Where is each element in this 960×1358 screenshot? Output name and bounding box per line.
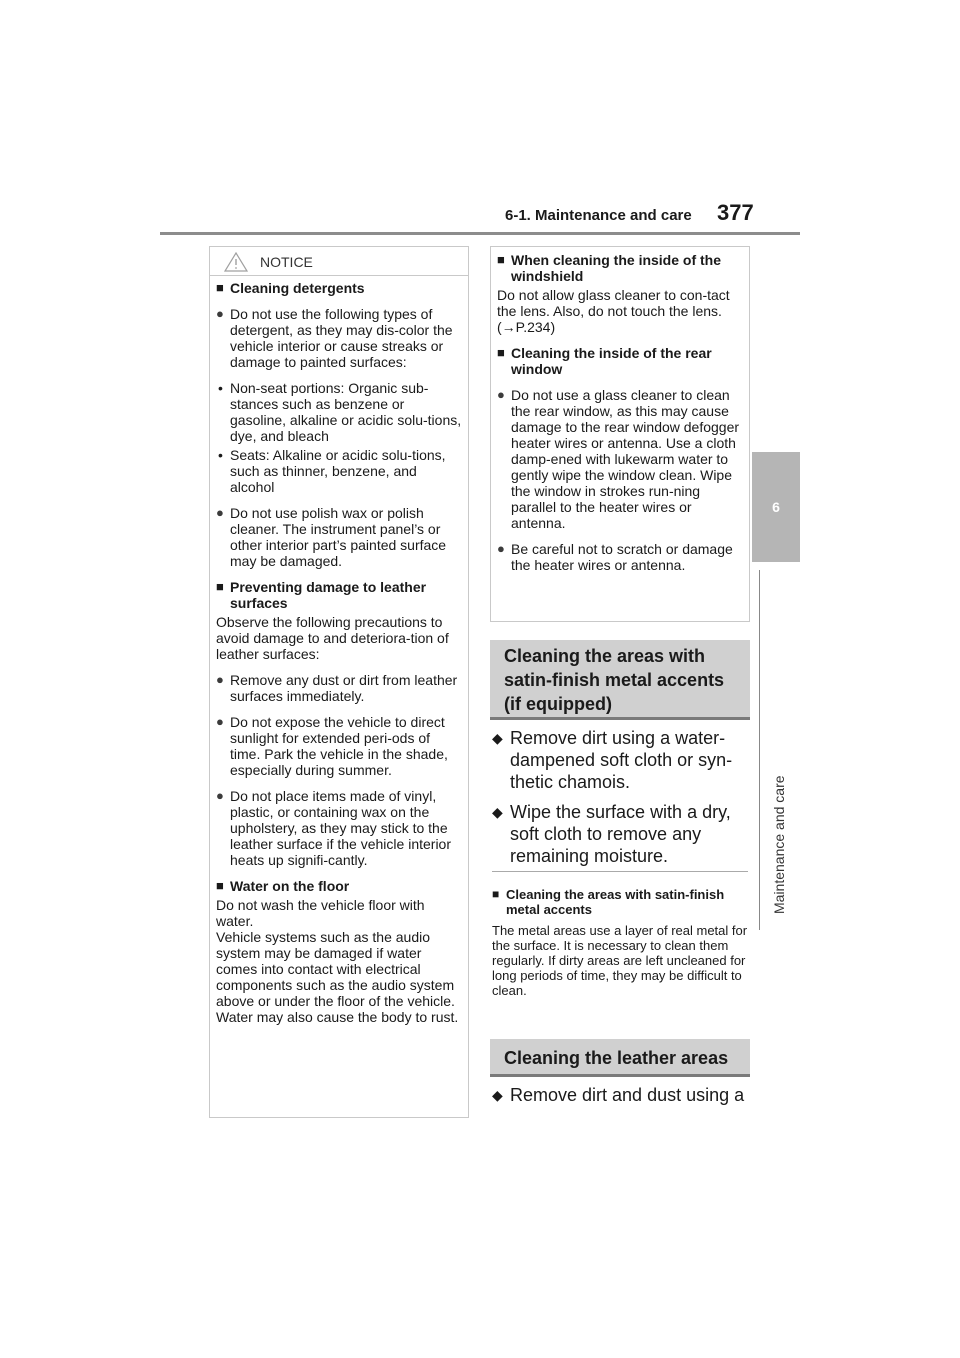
list-item: Do not use polish wax or polish cleaner.… — [216, 505, 462, 569]
paragraph: Observe the following precautions to avo… — [216, 614, 449, 662]
notice-box: NOTICE Cleaning detergents Do not use th… — [209, 246, 469, 1118]
notice-header: NOTICE — [210, 247, 468, 276]
section-heading-leather: Cleaning the leather areas — [490, 1039, 750, 1077]
header-rule — [160, 232, 800, 235]
list-item: Wipe the surface with a dry, soft cloth … — [492, 801, 750, 867]
chapter-title-vertical: Maintenance and care — [768, 742, 790, 922]
list-item: Remove dirt using a water-dampened soft … — [492, 727, 750, 793]
chapter-side-rule — [759, 570, 760, 930]
subheading-cleaning-detergents: Cleaning detergents — [216, 280, 462, 296]
paragraph: Do not wash the vehicle floor with water… — [216, 897, 425, 929]
note-heading: Cleaning the areas with satin-finish met… — [492, 887, 750, 917]
list-item: Remove dirt and dust using a — [492, 1084, 750, 1106]
subheading-water-floor: Water on the floor — [216, 878, 462, 894]
paragraph: Do not allow glass cleaner to con-tact t… — [497, 287, 730, 335]
notice-content: Cleaning detergents Do not use the follo… — [216, 280, 462, 1025]
list-item: Do not use a glass cleaner to clean the … — [497, 387, 743, 531]
notice-label: NOTICE — [260, 254, 313, 270]
warning-triangle-icon — [224, 252, 248, 272]
list-item: Seats: Alkaline or acidic solu-tions, su… — [216, 447, 462, 495]
subheading-rear-window: Cleaning the inside of the rear window — [497, 345, 743, 377]
list-item: Remove any dust or dirt from leather sur… — [216, 672, 462, 704]
note-text: The metal areas use a layer of real meta… — [492, 923, 748, 998]
list-item: Non-seat portions: Organic sub-stances s… — [216, 380, 462, 444]
list-item: Do not place items made of vinyl, plasti… — [216, 788, 462, 868]
leather-instructions: Remove dirt and dust using a — [492, 1084, 750, 1114]
section-heading-satin-finish: Cleaning the areas with satin-finish met… — [490, 640, 750, 720]
list-item: Do not use the following types of deterg… — [216, 306, 462, 370]
chapter-title: Maintenance and care — [771, 775, 787, 914]
page-number: 377 — [717, 200, 754, 225]
notice-continued-box: When cleaning the inside of the windshie… — [490, 246, 750, 622]
subheading-windshield: When cleaning the inside of the windshie… — [497, 252, 743, 284]
list-item: Do not expose the vehicle to direct sunl… — [216, 714, 462, 778]
chapter-number: 6 — [772, 499, 780, 515]
paragraph: Vehicle systems such as the audio system… — [216, 929, 459, 1025]
satin-note: Cleaning the areas with satin-finish met… — [492, 887, 750, 998]
satin-instructions: Remove dirt using a water-dampened soft … — [492, 727, 750, 875]
running-header: 6-1. Maintenance and care — [505, 207, 692, 224]
chapter-tab[interactable]: 6 — [752, 452, 800, 562]
list-item: Be careful not to scratch or damage the … — [497, 541, 743, 573]
notice-continued-content: When cleaning the inside of the windshie… — [497, 252, 743, 573]
note-divider — [492, 871, 748, 872]
subheading-leather-damage: Preventing damage to leather surfaces — [216, 579, 462, 611]
